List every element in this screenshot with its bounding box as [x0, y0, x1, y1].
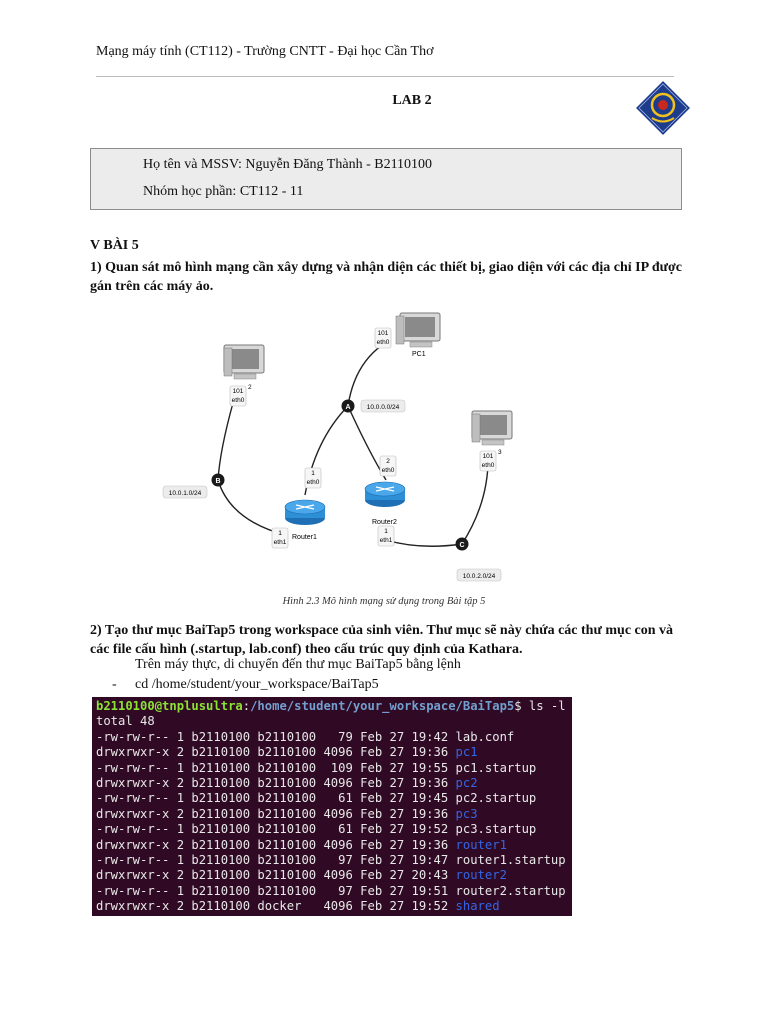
router1-iface-1: eth0 — [307, 479, 320, 486]
link-a-pc1 — [347, 339, 391, 407]
question-2-line-1: 2) Tạo thư mục BaiTap5 trong workspace c… — [90, 623, 674, 638]
router1-port-1: 1 — [311, 470, 315, 477]
question-2-line-2: các file cấu hình (.startup, lab.conf) t… — [90, 642, 523, 657]
bullet-dash: - — [112, 677, 117, 692]
directory-name: shared — [455, 899, 500, 914]
terminal-row: drwxrwxr-x 2 b2110100 b2110100 4096 Feb … — [96, 807, 572, 822]
file-name: pc2.startup — [455, 791, 537, 806]
file-name: pc1.startup — [455, 760, 537, 775]
pc3-icon — [471, 410, 513, 446]
file-name: router2.startup — [455, 883, 566, 898]
page-header: Mạng máy tính (CT112) - Trường CNTT - Đạ… — [96, 44, 434, 59]
command-text: cd /home/student/your_workspace/BaiTap5 — [135, 677, 379, 692]
router1-icon — [284, 499, 326, 525]
terminal-prompt-line: b2110100@tnplusultra:/home/student/your_… — [96, 699, 572, 714]
terminal-row: -rw-rw-r-- 1 b2110100 b2110100 109 Feb 2… — [96, 761, 572, 776]
router2-iface-2: eth1 — [380, 537, 393, 544]
terminal-listing: -rw-rw-r-- 1 b2110100 b2110100 79 Feb 27… — [96, 730, 572, 915]
pc2-suffix: 2 — [248, 384, 252, 391]
pc2-icon — [223, 344, 265, 380]
file-meta: -rw-rw-r-- 1 b2110100 b2110100 109 Feb 2… — [96, 760, 456, 775]
net-a-letter: A — [345, 404, 350, 411]
directory-name: router2 — [455, 868, 507, 883]
file-meta: -rw-rw-r-- 1 b2110100 b2110100 61 Feb 27… — [96, 822, 456, 837]
file-meta: drwxrwxr-x 2 b2110100 b2110100 4096 Feb … — [96, 837, 456, 852]
router1-iface-2: eth1 — [274, 539, 287, 546]
terminal-screenshot: b2110100@tnplusultra:/home/student/your_… — [92, 697, 572, 916]
terminal-row: drwxrwxr-x 2 b2110100 docker 4096 Feb 27… — [96, 899, 572, 914]
link-pc2-b — [217, 402, 234, 481]
question-1-line-2: gán trên các máy ảo. — [90, 279, 214, 294]
terminal-row: -rw-rw-r-- 1 b2110100 b2110100 97 Feb 27… — [96, 853, 572, 868]
terminal-row: drwxrwxr-x 2 b2110100 b2110100 4096 Feb … — [96, 868, 572, 883]
lab-title: LAB 2 — [392, 93, 432, 108]
student-name-line: Họ tên và MSSV: Nguyễn Đăng Thành - B211… — [143, 157, 433, 172]
prompt-path: /home/student/your_workspace/BaiTap5 — [250, 699, 515, 713]
terminal-row: -rw-rw-r-- 1 b2110100 b2110100 61 Feb 27… — [96, 822, 572, 837]
link-b-router1 — [217, 479, 286, 536]
pc3-iface: eth0 — [482, 462, 495, 469]
pc1-label: PC1 — [412, 351, 426, 358]
router2-port-2: 1 — [384, 528, 388, 535]
router1-port-2: 1 — [278, 530, 282, 537]
terminal-row: drwxrwxr-x 2 b2110100 b2110100 4096 Feb … — [96, 776, 572, 791]
pc2-iface: eth0 — [232, 397, 245, 404]
file-name: pc3.startup — [455, 822, 537, 837]
pc1-icon — [395, 312, 441, 348]
file-meta: drwxrwxr-x 2 b2110100 b2110100 4096 Feb … — [96, 868, 456, 883]
directory-name: pc3 — [455, 806, 478, 821]
net-c-node — [455, 537, 469, 551]
directory-name: pc1 — [455, 745, 478, 760]
net-c-address: 10.0.2.0/24 — [463, 573, 496, 580]
prompt-command: $ ls -l — [514, 699, 566, 713]
terminal-row: drwxrwxr-x 2 b2110100 b2110100 4096 Feb … — [96, 745, 572, 760]
pc2-port: 101 — [233, 388, 244, 395]
file-meta: drwxrwxr-x 2 b2110100 b2110100 4096 Feb … — [96, 745, 456, 760]
router2-iface-1: eth0 — [382, 467, 395, 474]
prompt-user: b2110100@tnplusultra — [96, 699, 243, 713]
router2-label: Router2 — [372, 519, 397, 526]
file-meta: -rw-rw-r-- 1 b2110100 b2110100 97 Feb 27… — [96, 883, 456, 898]
file-meta: -rw-rw-r-- 1 b2110100 b2110100 79 Feb 27… — [96, 729, 456, 744]
file-meta: drwxrwxr-x 2 b2110100 b2110100 4096 Feb … — [96, 806, 456, 821]
class-group-line: Nhóm học phần: CT112 - 11 — [143, 184, 304, 199]
pc3-suffix: 3 — [498, 449, 502, 456]
question-1-line-1: 1) Quan sát mô hình mạng cần xây dựng và… — [90, 260, 682, 275]
university-logo — [633, 78, 693, 138]
terminal-row: -rw-rw-r-- 1 b2110100 b2110100 61 Feb 27… — [96, 791, 572, 806]
link-router2-c — [385, 539, 463, 547]
file-meta: -rw-rw-r-- 1 b2110100 b2110100 61 Feb 27… — [96, 791, 456, 806]
terminal-row: -rw-rw-r-- 1 b2110100 b2110100 79 Feb 27… — [96, 730, 572, 745]
section-title: V BÀI 5 — [90, 238, 139, 253]
prompt-separator: : — [242, 699, 251, 713]
file-meta: drwxrwxr-x 2 b2110100 docker 4096 Feb 27… — [96, 899, 456, 914]
router2-icon — [364, 481, 406, 507]
directory-name: router1 — [455, 837, 507, 852]
network-diagram: 101 eth0 2 PC1 101 eth0 101 eth0 3 Route… — [162, 312, 513, 582]
terminal-row: -rw-rw-r-- 1 b2110100 b2110100 97 Feb 27… — [96, 884, 572, 899]
pc1-iface: eth0 — [377, 339, 390, 346]
terminal-total-line: total 48 — [96, 714, 155, 729]
pc3-port: 101 — [483, 453, 494, 460]
router1-label: Router1 — [292, 534, 317, 541]
pc1-port: 101 — [378, 330, 389, 337]
header-divider — [96, 76, 674, 77]
terminal-cursor-line — [96, 914, 572, 916]
file-meta: drwxrwxr-x 2 b2110100 b2110100 4096 Feb … — [96, 775, 456, 790]
student-info-box: Họ tên và MSSV: Nguyễn Đăng Thành - B211… — [90, 148, 682, 210]
file-name: lab.conf — [455, 729, 515, 744]
net-a-node — [341, 399, 355, 413]
instruction-text: Trên máy thực, di chuyển đến thư mục Bai… — [135, 657, 461, 672]
net-b-letter: B — [215, 478, 220, 485]
terminal-row: drwxrwxr-x 2 b2110100 b2110100 4096 Feb … — [96, 838, 572, 853]
router2-port-1: 2 — [386, 458, 390, 465]
file-meta: -rw-rw-r-- 1 b2110100 b2110100 97 Feb 27… — [96, 852, 456, 867]
directory-name: pc2 — [455, 775, 478, 790]
net-a-address: 10.0.0.0/24 — [367, 404, 400, 411]
net-c-letter: C — [459, 542, 464, 549]
net-b-address: 10.0.1.0/24 — [169, 490, 202, 497]
file-name: router1.startup — [455, 852, 566, 867]
figure-caption: Hình 2.3 Mô hình mạng sử dụng trong Bài … — [282, 596, 486, 607]
net-b-node — [211, 473, 225, 487]
